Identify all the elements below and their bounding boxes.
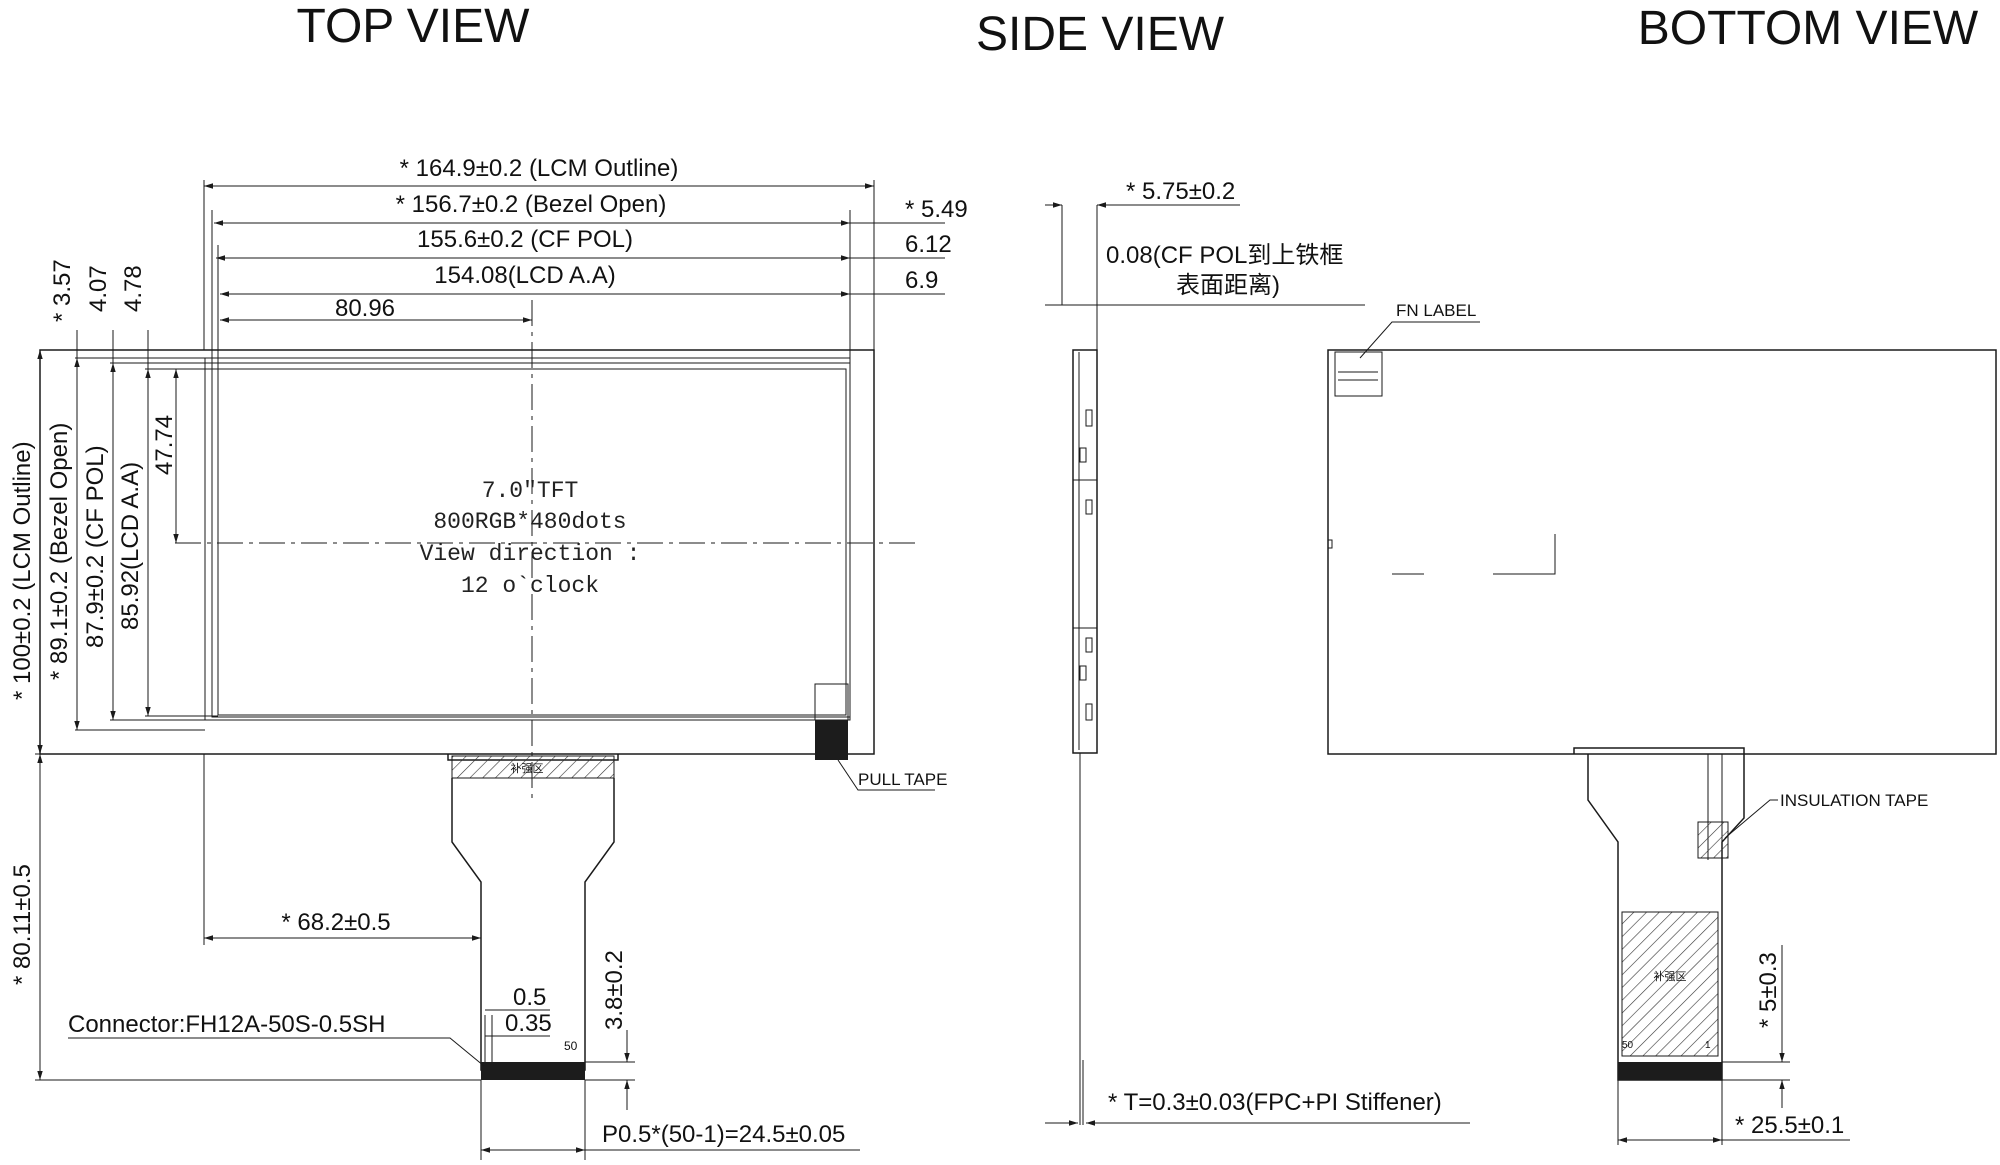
pin-50-top: 50 — [564, 1039, 578, 1053]
dim-right-3-label: 6.9 — [905, 267, 938, 294]
bottom-connector-pins — [1618, 1062, 1722, 1080]
dim-bezel-width-label: * 156.7±0.2 (Bezel Open) — [396, 191, 667, 218]
dim-top-3-label: 4.78 — [120, 265, 147, 312]
panel-resolution-text: 800RGB*480dots — [433, 509, 626, 535]
fpc-marker-bottom: 补强区 — [1654, 970, 1687, 983]
dim-center-x-label: 80.96 — [335, 295, 395, 322]
side-view-title: SIDE VIEW — [976, 8, 1225, 61]
fpc-stiffener-hatch — [451, 755, 615, 779]
lcd-active-area — [217, 368, 847, 716]
side-body — [1072, 349, 1098, 754]
dim-lcm-width-label: * 164.9±0.2 (LCM Outline) — [400, 155, 679, 182]
bottom-stiffener — [1621, 911, 1719, 1057]
dim-cfpol-height-label: 87.9±0.2 (CF POL) — [82, 445, 109, 648]
dim-bezel-height-label: * 89.1±0.2 (Bezel Open) — [46, 423, 73, 680]
dim-fpc-offset-label: * 68.2±0.5 — [281, 909, 390, 936]
side-clip-5 — [1079, 665, 1087, 681]
bottom-notch — [1327, 539, 1333, 549]
dim-top-1-label: * 3.57 — [49, 259, 76, 322]
pull-tape — [815, 720, 848, 760]
pull-tape-label: PULL TAPE — [858, 770, 947, 789]
insulation-tape — [1697, 821, 1729, 859]
side-clip-2 — [1079, 447, 1087, 463]
bottom-pin-50: 50 — [1622, 1040, 1634, 1051]
bottom-dim-stiff-label: * 5±0.3 — [1755, 952, 1782, 1028]
dim-cfpol-width-label: 155.6±0.2 (CF POL) — [417, 226, 633, 253]
bottom-dim-conn-label: * 25.5±0.1 — [1735, 1112, 1844, 1139]
dim-pitch-total-label: P0.5*(50-1)=24.5±0.05 — [602, 1121, 845, 1148]
bottom-view: FN LABEL INSULATION TAPE 补强区 50 1 * 5±0.… — [1327, 301, 1997, 1145]
view-direction-text: View direction : — [420, 541, 641, 567]
bottom-mark-2 — [1493, 534, 1556, 575]
fpc-marker-top: 补强区 — [511, 762, 544, 775]
bottom-view-title: BOTTOM VIEW — [1638, 2, 1979, 55]
top-view: 7.0"TFT 800RGB*480dots View direction : … — [9, 155, 968, 1160]
dim-aa-height-label: 85.92(LCD A.A) — [117, 462, 144, 630]
top-view-title: TOP VIEW — [297, 0, 531, 53]
connector-leader — [68, 1037, 485, 1067]
insulation-tape-leader — [1724, 799, 1778, 839]
side-clip-1 — [1085, 409, 1093, 427]
panel-size-text: 7.0"TFT — [482, 478, 579, 504]
dim-pitch-035-label: 0.35 — [505, 1010, 552, 1037]
fn-label-box — [1334, 351, 1383, 397]
fn-label-text: FN LABEL — [1396, 301, 1476, 320]
cf-pol — [211, 362, 851, 718]
connector-label: Connector:FH12A-50S-0.5SH — [68, 1011, 385, 1038]
side-view: * 5.75±0.2 0.08(CF POL到上铁框 表面距离) * T=0.3… — [1045, 178, 1470, 1126]
pull-tape-leader — [837, 759, 935, 791]
insulation-tape-label: INSULATION TAPE — [1780, 791, 1928, 810]
dim-right-2-label: 6.12 — [905, 231, 952, 258]
side-clip-3 — [1085, 499, 1093, 515]
side-fpc-thickness-label: * T=0.3±0.03(FPC+PI Stiffener) — [1108, 1089, 1442, 1116]
dim-top-2-label: 4.07 — [85, 265, 112, 312]
dim-aa-width-label: 154.08(LCD A.A) — [434, 262, 615, 289]
bottom-fpc-root — [1573, 747, 1745, 754]
dim-fpc-length-label: * 80.11±0.5 — [9, 864, 36, 985]
dim-lcm-height-label: * 100±0.2 (LCM Outline) — [9, 441, 36, 700]
dim-right-1-label: * 5.49 — [905, 196, 968, 223]
side-clip-6 — [1085, 703, 1093, 721]
fpc-connector-pins — [481, 1062, 585, 1080]
view-clock-text: 12 o`clock — [461, 573, 599, 599]
side-clip-4 — [1085, 637, 1093, 653]
dim-pitch-05-label: 0.5 — [513, 984, 546, 1011]
fn-label-leader — [1359, 321, 1480, 359]
bottom-outline — [1327, 349, 1997, 755]
side-thickness-label: * 5.75±0.2 — [1126, 178, 1235, 205]
dim-stiff-label: 3.8±0.2 — [601, 950, 628, 1030]
bezel-open — [204, 357, 851, 721]
side-pol-gap-label-2: 表面距离) — [1176, 272, 1280, 299]
side-pol-gap-label-1: 0.08(CF POL到上铁框 — [1106, 242, 1343, 269]
bottom-pin-1: 1 — [1705, 1040, 1711, 1051]
dim-center-y-label: 47.74 — [151, 415, 178, 475]
